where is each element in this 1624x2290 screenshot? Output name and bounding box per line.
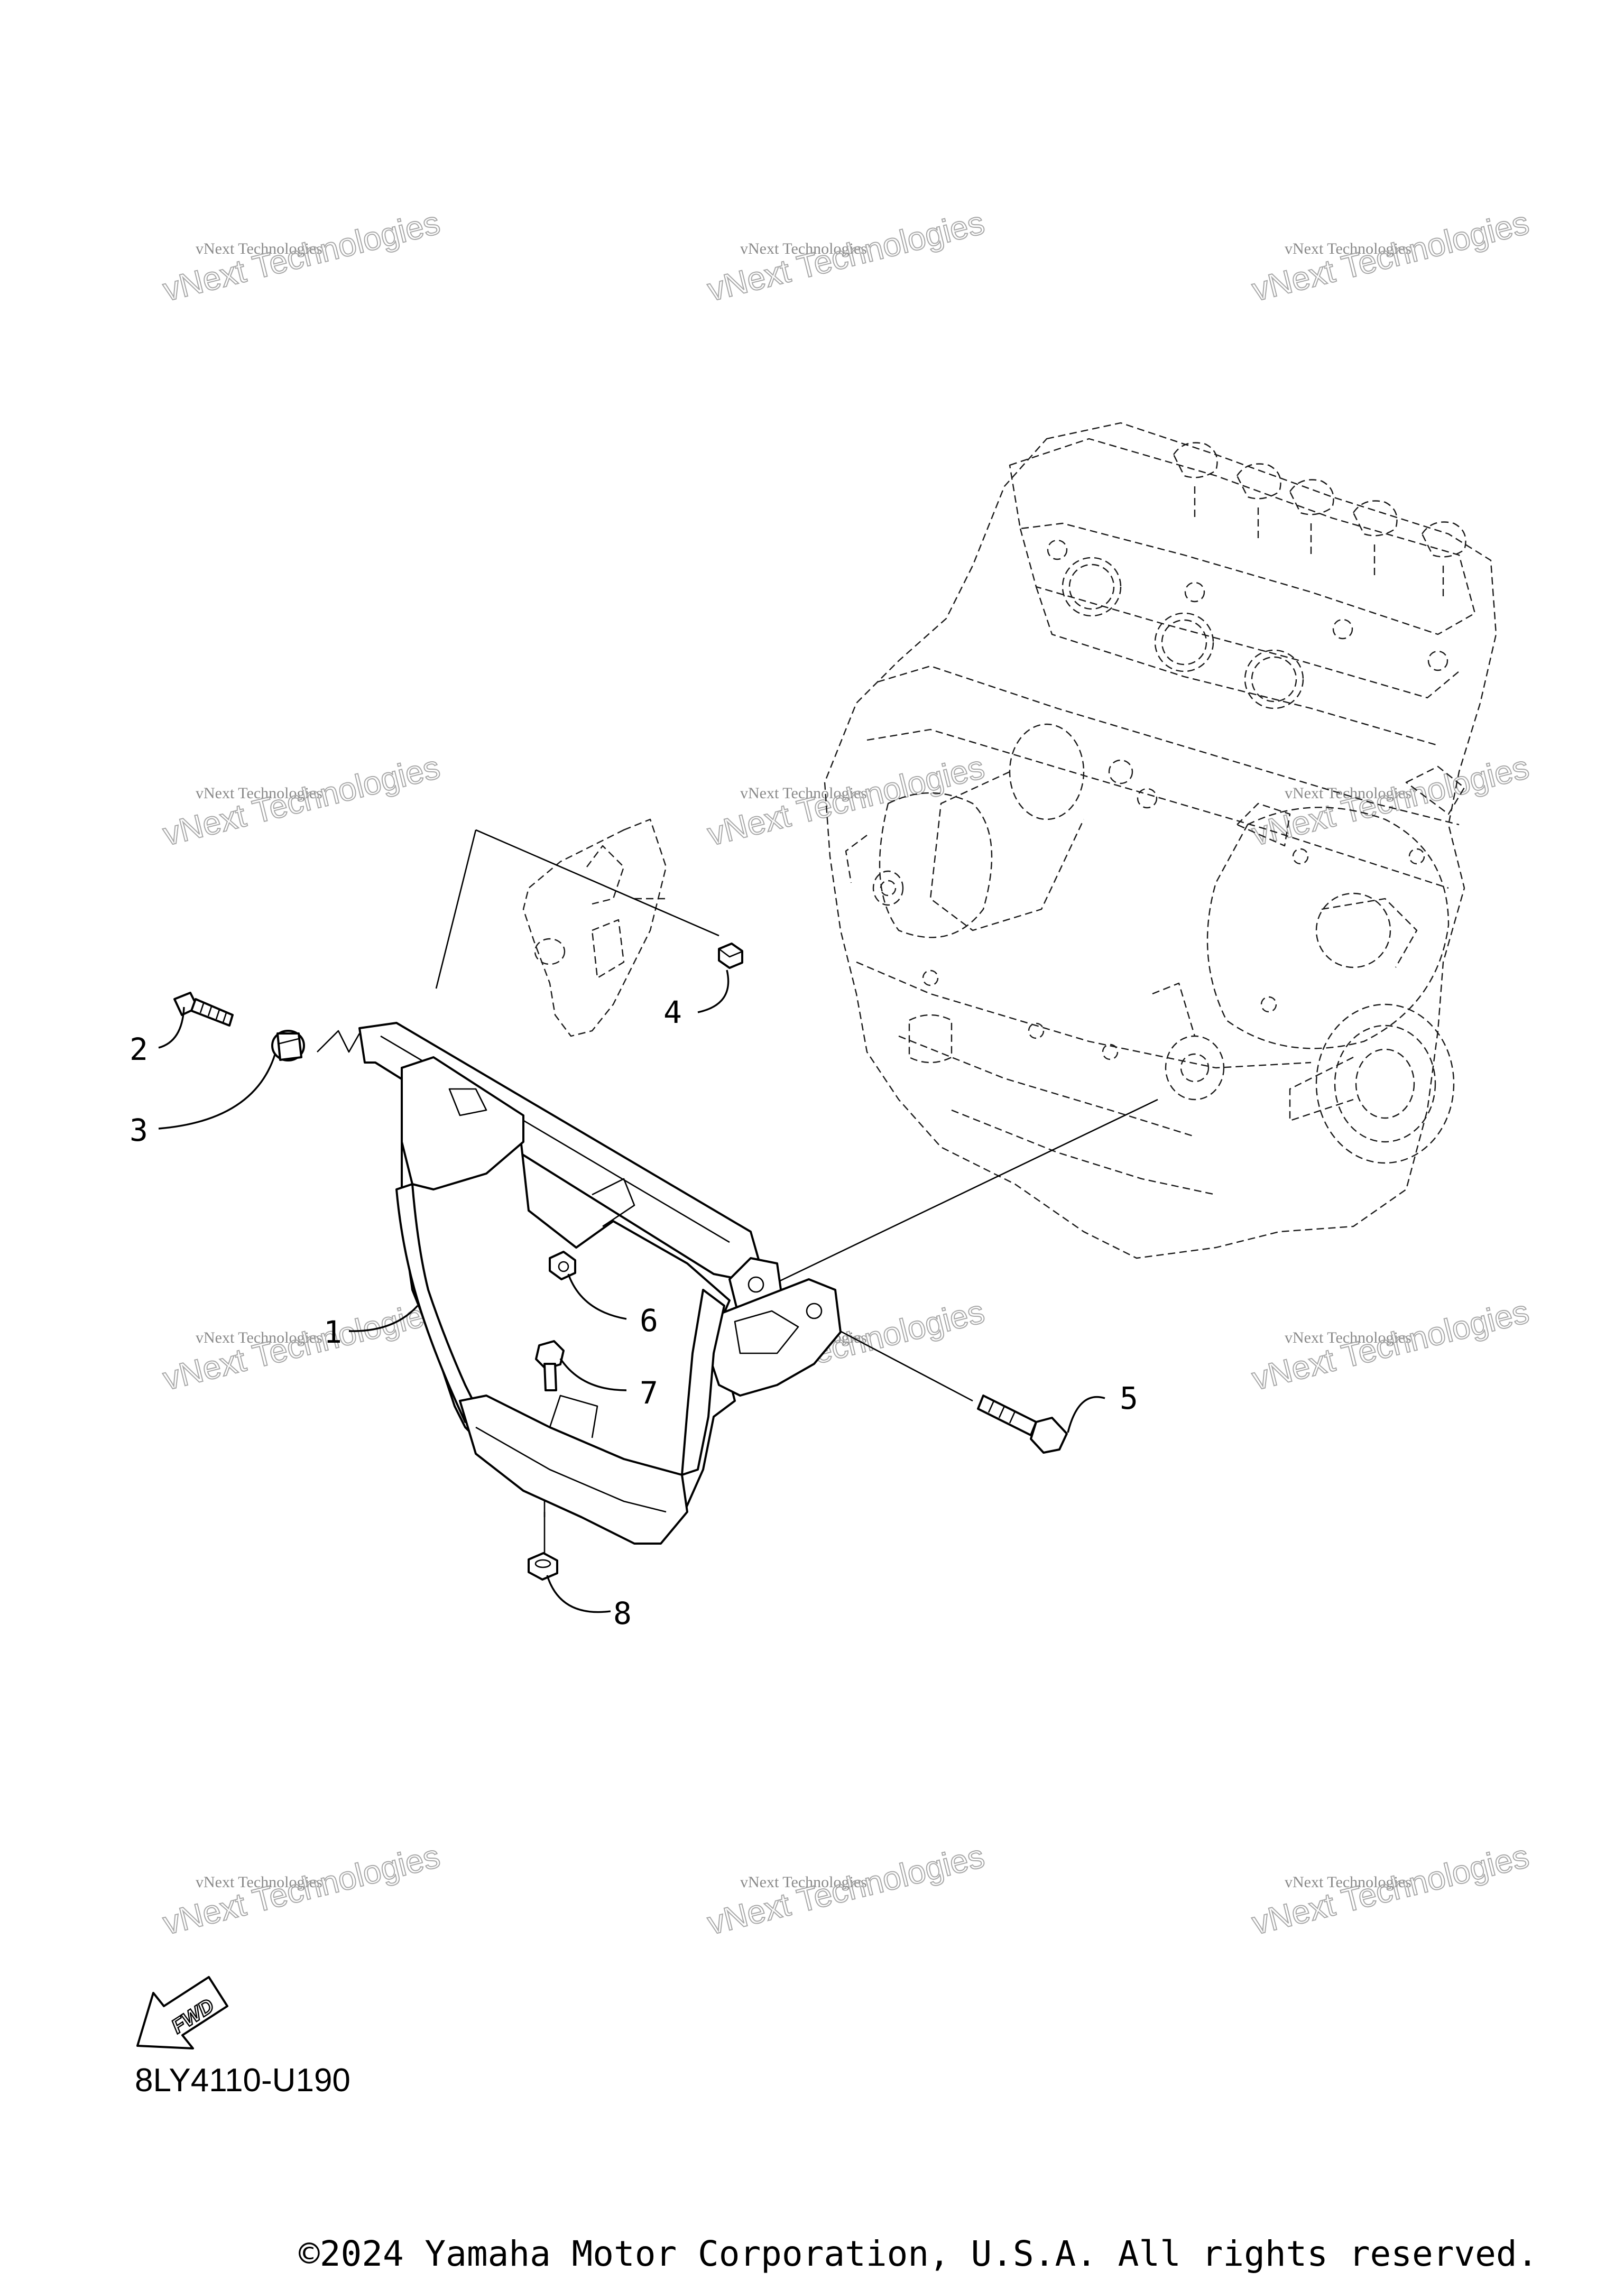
nut-part-6 xyxy=(549,1251,576,1280)
callout-6: 6 xyxy=(640,1303,658,1338)
callout-4: 4 xyxy=(663,994,682,1030)
callout-2: 2 xyxy=(130,1031,148,1067)
engine-guard-frame xyxy=(358,1022,842,1545)
bolt-part-5 xyxy=(977,1395,1068,1454)
svg-text:vNext Technologies: vNext Technologies xyxy=(1285,784,1411,802)
intake-ports xyxy=(1062,557,1304,709)
bolt-part-7 xyxy=(535,1340,565,1391)
svg-text:vNext Technologies: vNext Technologies xyxy=(1285,1329,1411,1346)
frame-bracket-outline xyxy=(522,818,667,1037)
alternator-cover xyxy=(1289,1003,1455,1164)
callout-leaders xyxy=(158,969,1105,1613)
spark-plug-caps xyxy=(1173,442,1466,597)
watermark: vNext Technologies vNext Technologies xyxy=(1248,1293,1533,1398)
callouts: 1 2 3 4 5 6 7 8 xyxy=(130,994,1138,1631)
watermark-grid: vNext Technologies vNext Technologies vN… xyxy=(159,204,1533,1943)
fwd-arrow-icon: FWD xyxy=(136,1976,228,2049)
engine-outline xyxy=(824,422,1497,1259)
svg-text:vNext Technologies: vNext Technologies xyxy=(196,784,322,802)
svg-text:vNext Technologies: vNext Technologies xyxy=(740,240,867,257)
bolt-part-2 xyxy=(173,992,234,1027)
watermark: vNext Technologies vNext Technologies xyxy=(159,1837,444,1943)
starter-motor xyxy=(929,723,1158,931)
front-mount-boss xyxy=(1152,982,1225,1101)
watermark: vNext Technologies vNext Technologies xyxy=(159,749,444,854)
watermark: vNext Technologies vNext Technologies xyxy=(704,1837,989,1943)
nut-part-8 xyxy=(528,1552,558,1581)
clutch-cover xyxy=(1206,807,1450,1049)
callout-3: 3 xyxy=(130,1112,148,1148)
callout-1: 1 xyxy=(324,1314,342,1350)
watermark: vNext Technologies vNext Technologies xyxy=(159,1293,444,1398)
copyright-notice: ©2024 Yamaha Motor Corporation, U.S.A. A… xyxy=(299,2233,1538,2274)
callout-8: 8 xyxy=(613,1595,632,1631)
svg-text:vNext Technologies: vNext Technologies xyxy=(196,240,322,257)
svg-text:vNext Technologies: vNext Technologies xyxy=(740,784,867,802)
svg-text:vNext Technologies: vNext Technologies xyxy=(1285,240,1411,257)
svg-text:vNext Technologies: vNext Technologies xyxy=(196,1329,322,1346)
watermark: vNext Technologies vNext Technologies xyxy=(1248,204,1533,309)
watermark: vNext Technologies vNext Technologies xyxy=(159,204,444,309)
watermark: vNext Technologies vNext Technologies xyxy=(1248,1837,1533,1943)
svg-text:FWD: FWD xyxy=(168,1994,218,2038)
svg-text:vNext Technologies: vNext Technologies xyxy=(196,1873,322,1891)
drawing-code: 8LY4110-U190 xyxy=(135,2062,350,2099)
nut-part-4 xyxy=(718,943,743,969)
callout-7: 7 xyxy=(640,1375,658,1411)
watermark: vNext Technologies vNext Technologies xyxy=(1248,749,1533,854)
watermark: vNext Technologies vNext Technologies xyxy=(704,204,989,309)
svg-text:vNext Technologies: vNext Technologies xyxy=(740,1873,867,1891)
collar-part-3 xyxy=(271,1030,361,1061)
callout-5: 5 xyxy=(1120,1380,1138,1416)
svg-text:vNext Technologies: vNext Technologies xyxy=(1285,1873,1411,1891)
